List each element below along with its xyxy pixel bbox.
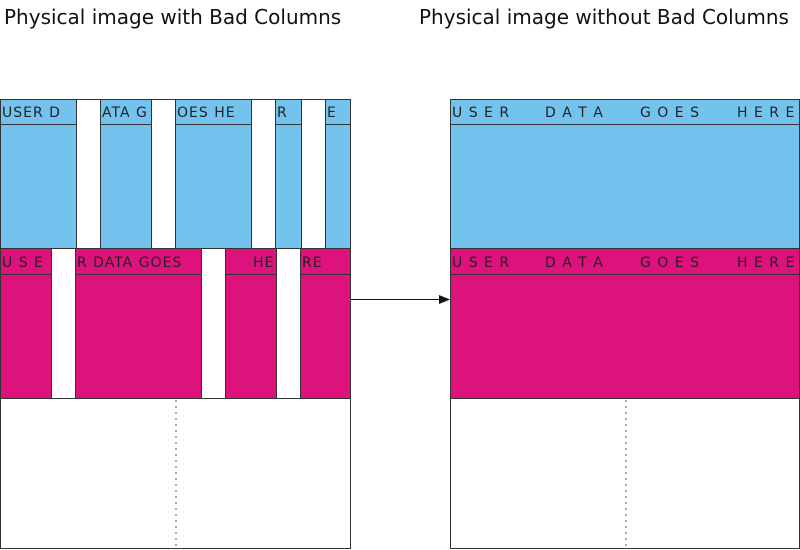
transform-arrow bbox=[351, 295, 450, 304]
arrow-head bbox=[439, 295, 450, 304]
right-magenta-row bbox=[450, 248, 800, 399]
left-blue-bad-column bbox=[301, 99, 325, 249]
left-magenta-label-seg: R DATA GOES bbox=[77, 255, 182, 271]
left-blue-label-seg: OES HE bbox=[177, 105, 236, 121]
right-magenta-label-word: H E R E bbox=[737, 255, 795, 271]
left-panel: USER D ATA G OES HE R E U S E R DATA GOE… bbox=[0, 99, 351, 549]
right-blue-label-word: D A T A bbox=[545, 105, 604, 121]
left-magenta-bad-column bbox=[201, 248, 225, 399]
right-panel-title: Physical image without Bad Columns bbox=[419, 5, 789, 29]
left-blue-label-seg: R bbox=[277, 105, 288, 121]
right-blue-row bbox=[450, 99, 800, 249]
right-blue-label-word: G O E S bbox=[640, 105, 700, 121]
left-blue-label-seg: E bbox=[327, 105, 337, 121]
left-magenta-bad-column bbox=[276, 248, 300, 399]
left-magenta-label-seg: U S E bbox=[2, 255, 44, 271]
right-blue-label-word: H E R E bbox=[737, 105, 795, 121]
right-magenta-label-word: G O E S bbox=[640, 255, 700, 271]
right-empty-area bbox=[450, 398, 800, 549]
left-blue-bad-column bbox=[151, 99, 175, 249]
right-blue-label-word: U S E R bbox=[452, 105, 510, 121]
right-panel: U S E R D A T A G O E S H E R E U S E R … bbox=[450, 99, 800, 549]
left-blue-bad-column bbox=[76, 99, 100, 249]
right-magenta-label-word: D A T A bbox=[545, 255, 604, 271]
left-blue-label-seg: USER D bbox=[2, 105, 61, 121]
left-panel-title: Physical image with Bad Columns bbox=[4, 5, 341, 29]
left-panel-outline bbox=[0, 99, 351, 549]
left-magenta-label-seg: HE bbox=[253, 255, 274, 271]
right-magenta-label-word: U S E R bbox=[452, 255, 510, 271]
left-magenta-bad-column bbox=[51, 248, 75, 399]
left-blue-bad-column bbox=[251, 99, 275, 249]
left-magenta-label-seg: RE bbox=[302, 255, 323, 271]
left-blue-label-seg: ATA G bbox=[102, 105, 148, 121]
